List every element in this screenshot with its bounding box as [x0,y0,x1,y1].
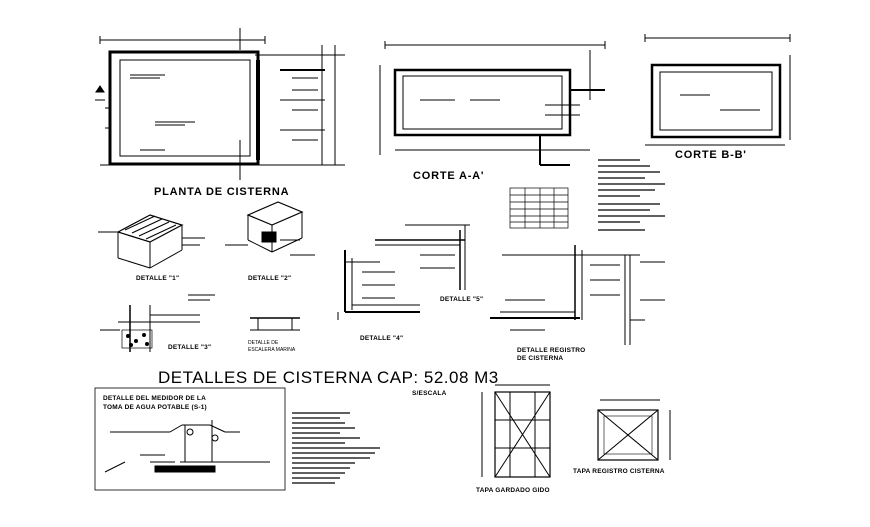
notes-list [292,412,380,484]
medidor-drawing [94,387,286,491]
tapa-registro-title: TAPA REGISTRO CISTERNA [573,468,665,475]
corte-aa-title: CORTE A-A' [413,170,485,182]
detalle-5-drawing [375,224,470,290]
tapa-gardado-drawing [481,384,551,478]
corte-bb-drawing [644,34,791,146]
schedule-table [509,187,569,229]
general-notes [598,159,665,231]
detalle-2-drawing [225,201,315,256]
planta-drawing [95,28,345,180]
detalle-3-drawing [100,294,215,352]
medidor-title-line1: DETALLE DEL MEDIDOR DE LA [103,395,206,402]
detalle-2-title: DETALLE "2" [248,275,292,282]
planta-title: PLANTA DE CISTERNA [154,186,290,198]
detalle-5-title: DETALLE "5" [440,296,484,303]
scale-text: S/ESCALA [412,390,447,397]
detalle-4-title: DETALLE "4" [360,335,404,342]
detalle-1-title: DETALLE "1" [136,275,180,282]
escalera-label-line1: DETALLE DE [248,340,279,346]
main-title: DETALLES DE CISTERNA CAP: 52.08 M3 [158,368,499,387]
detalle-1-drawing [98,214,205,269]
registro-title-line2: DE CISTERNA [517,355,564,362]
detalle-4-drawing [337,250,420,320]
detalle-3-title: DETALLE "3" [168,344,212,351]
detalle-registro-drawing [490,245,665,345]
tapa-gardado-title: TAPA GARDADO GIDO [476,487,550,494]
tapa-registro-drawing [597,399,671,461]
escalera-drawing [250,317,300,331]
corte-aa-drawing [379,41,606,166]
escalera-label-line2: ESCALERA MARINA [248,347,296,353]
registro-title-line1: DETALLE REGISTRO [517,347,586,354]
corte-bb-title: CORTE B-B' [675,149,747,161]
medidor-title-line2: TOMA DE AGUA POTABLE (S-1) [103,404,207,411]
